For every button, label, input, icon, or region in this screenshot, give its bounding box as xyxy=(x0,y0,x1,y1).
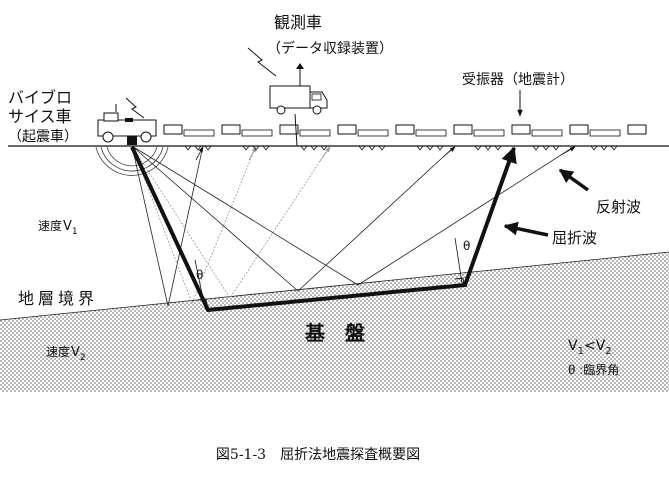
cable-box-8 xyxy=(627,124,647,135)
geophone-spike xyxy=(436,145,444,151)
receiver-label: 受振器（地震計） xyxy=(462,72,574,88)
geophone-spike xyxy=(262,145,270,151)
vibroseis-label-line1: バイブロ xyxy=(8,88,72,107)
geophone-spike xyxy=(532,145,540,151)
geophone-spike xyxy=(378,145,386,151)
geophone-spike xyxy=(600,145,608,151)
geophone-spike xyxy=(416,145,424,151)
theta-left-label: θ xyxy=(196,268,203,282)
geophone-spike xyxy=(494,145,502,151)
geophone-spike xyxy=(474,145,482,151)
geophone-spike xyxy=(310,145,318,151)
geophone-spike xyxy=(300,145,308,151)
figure-caption: 図5-1-3 屈折法地震探査概要図 xyxy=(216,447,420,463)
vibroseis-vehicle-icon xyxy=(97,104,157,145)
svg-text:速度V2: 速度V2 xyxy=(46,344,86,363)
geophone-spike xyxy=(252,145,260,151)
refracted-wave-label: 屈折波 xyxy=(552,229,597,247)
reflected-wave-label: 反射波 xyxy=(596,198,641,216)
sensor-row xyxy=(163,124,647,151)
cable-box-3 xyxy=(337,124,357,135)
geophone-spike xyxy=(320,145,328,151)
receiver-2 xyxy=(299,129,331,137)
receiver-4 xyxy=(415,129,447,137)
bedrock-label: 基 盤 xyxy=(305,321,366,345)
theta-right-label: θ xyxy=(463,239,470,253)
reflected-ray-arrowheads xyxy=(195,146,576,162)
velocity-v2-label: 速度V2 xyxy=(46,344,86,363)
cable-box-2 xyxy=(279,124,299,135)
geophone-spike xyxy=(426,145,434,151)
refracted-ray xyxy=(130,146,517,313)
geophone-spike xyxy=(242,145,250,151)
geophone-spike xyxy=(552,145,560,151)
geophone-spike xyxy=(610,145,618,151)
cable-box-0 xyxy=(163,124,183,135)
layer-boundary-label: 地層境界 xyxy=(18,289,98,308)
svg-text:速度V1: 速度V1 xyxy=(38,218,78,237)
cable-box-4 xyxy=(395,124,415,135)
right-angle-markers xyxy=(197,277,465,308)
observation-vehicle-icon xyxy=(269,63,328,147)
geophone-spike xyxy=(542,145,550,151)
critical-angle-legend: θ :臨界角 xyxy=(568,363,619,377)
geophone-spike xyxy=(204,145,212,151)
geophone-spike xyxy=(590,145,598,151)
layer-boundary-line xyxy=(0,251,669,321)
geophone-spike xyxy=(194,145,202,151)
observation-vehicle-label: 観測車 xyxy=(274,13,322,32)
reflected-rays xyxy=(131,145,576,307)
vibroseis-sublabel: （起震車） xyxy=(8,128,78,145)
vibroseis-label-line2: サイス車 xyxy=(8,107,72,126)
normal-lines xyxy=(194,237,463,309)
velocity-v1-label: 速度V1 xyxy=(38,218,78,237)
velocity-inequality: V1<V2 xyxy=(568,338,612,357)
observation-vehicle-sublabel: （データ収録装置） xyxy=(267,40,393,57)
cable-box-6 xyxy=(511,124,531,135)
receiver-0 xyxy=(183,129,215,137)
receiver-5 xyxy=(473,129,505,137)
geophone-spike xyxy=(484,145,492,151)
geophone-spike xyxy=(368,145,376,151)
refracted-wave-arrow xyxy=(503,221,549,237)
cable-box-7 xyxy=(569,124,589,135)
source-wave-arcs xyxy=(95,146,169,176)
receiver-1 xyxy=(241,129,273,137)
geophone-spike xyxy=(184,145,192,151)
bedrock-region xyxy=(0,252,669,392)
receiver-6 xyxy=(531,129,563,137)
receiver-3 xyxy=(357,129,389,137)
geophone-spike xyxy=(358,145,366,151)
cable-box-1 xyxy=(221,124,241,135)
reflected-wave-arrow xyxy=(558,168,590,192)
receiver-7 xyxy=(589,129,621,137)
svg-text:V1<V2: V1<V2 xyxy=(568,338,612,357)
signal-zigzag-icon xyxy=(247,47,277,77)
vibro-signal-zigzag-icon xyxy=(125,97,145,119)
cable-box-5 xyxy=(453,124,473,135)
